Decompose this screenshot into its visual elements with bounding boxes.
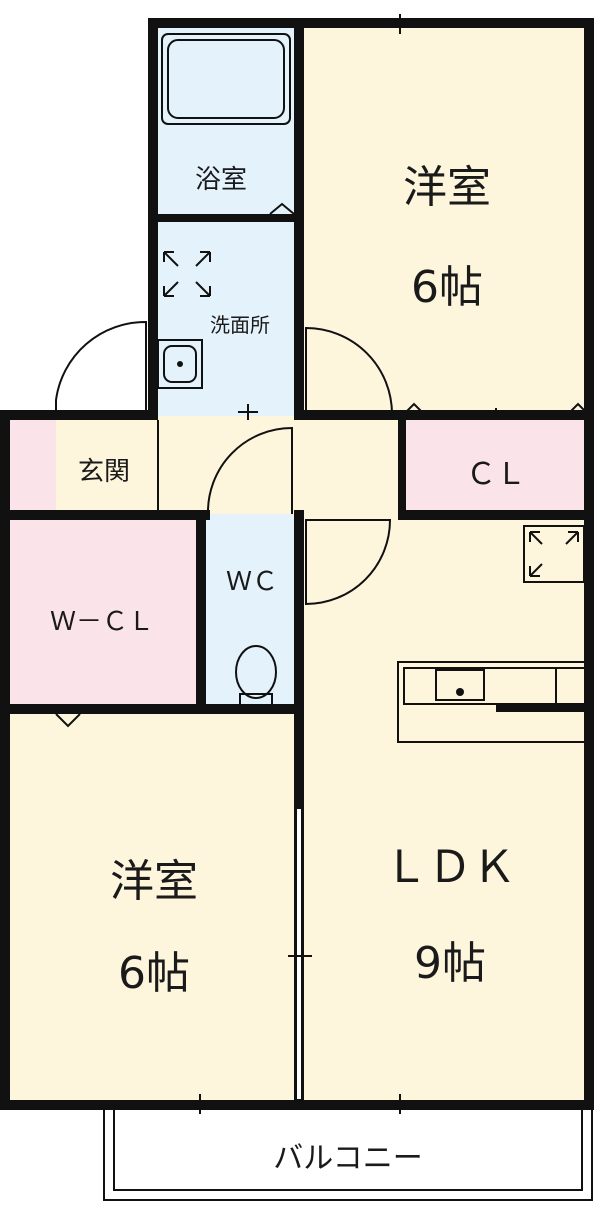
sliding-partition	[288, 807, 312, 1101]
bedroom-top-name: 洋室	[403, 162, 491, 213]
ldk-size: 9帖	[414, 938, 486, 989]
ldk-name: ＬＤＫ	[384, 842, 516, 893]
toilet-label: ＷＣ	[226, 567, 278, 597]
doors	[55, 320, 393, 606]
ldk-floor	[300, 514, 590, 1106]
toilet-floor	[204, 514, 300, 710]
bathtub	[161, 33, 291, 125]
bath-door-marker	[269, 202, 295, 215]
bedroom-bottom-size: 6帖	[118, 948, 190, 999]
bedroom-top-size: 6帖	[411, 262, 483, 313]
washing-machine-icon	[163, 251, 211, 297]
balcony	[103, 1107, 593, 1201]
entrance-label: 玄関	[78, 457, 130, 487]
kitchen-counter	[397, 661, 589, 743]
bedroom-bottom-name: 洋室	[110, 856, 198, 907]
wcl-door-marker	[55, 713, 81, 728]
walk-in-closet-label: Ｗ－ＣＬ	[50, 607, 154, 637]
bathroom-label: 浴室	[195, 165, 247, 195]
balcony-label: バルコニー	[273, 1141, 422, 1176]
floor-fills	[8, 24, 590, 1106]
bathroom-floor	[154, 24, 300, 220]
wash-basin-icon	[157, 339, 203, 389]
toilet-icon	[235, 645, 277, 707]
closet-floor	[400, 416, 590, 514]
closet-label: ＣＬ	[466, 457, 526, 492]
washroom-floor	[154, 220, 300, 416]
washroom-label: 洗面所	[210, 313, 270, 337]
entrance-floor	[8, 416, 56, 514]
window-ticks	[190, 14, 410, 1114]
closet-door-marker	[401, 402, 427, 417]
bedroom-top-floor	[300, 24, 590, 416]
walk-in-closet-floor	[8, 514, 204, 710]
fridge-space-icon	[523, 525, 585, 583]
hall-floor	[8, 416, 400, 514]
bedroom-bottom-floor	[8, 710, 300, 1106]
closet-door-marker	[565, 402, 591, 417]
